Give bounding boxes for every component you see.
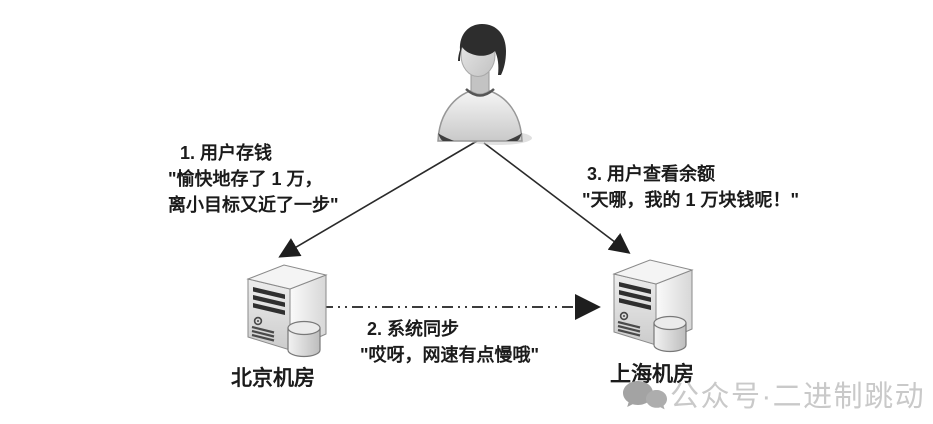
user-hair [458, 24, 506, 75]
step1-deposit-text: 1. 用户存钱 "愉快地存了 1 万， 离小目标又近了一步" [168, 140, 339, 218]
watermark: 公众号·二进制跳动 [620, 376, 925, 418]
step1-quote-line2: 离小目标又近了一步" [168, 195, 339, 215]
shanghai-server-icon [612, 259, 694, 353]
beijing-server-icon [246, 264, 328, 358]
shanghai-server-label: 上海机房 [610, 363, 694, 386]
step2-title: 2. 系统同步 [367, 319, 460, 339]
step3-title: 3. 用户查看余额 [587, 164, 716, 184]
database-cylinder-icon [287, 320, 321, 358]
user-torso [437, 89, 523, 142]
user-neck [470, 71, 490, 95]
step2-quote: "哎呀，网速有点慢哦" [360, 345, 540, 365]
step1-quote-line1: "愉快地存了 1 万， [168, 169, 323, 189]
step3-quote: "天哪，我的 1 万块钱呢！" [582, 190, 800, 210]
beijing-server-label: 北京机房 [231, 367, 315, 390]
user-collar [465, 88, 495, 97]
step1-title: 1. 用户存钱 [180, 143, 273, 163]
step2-sync-text: 2. 系统同步 "哎呀，网速有点慢哦" [360, 316, 539, 368]
user-icon [437, 24, 532, 145]
chat-bubbles-icon [623, 381, 667, 410]
step3-check-text: 3. 用户查看余额 "天哪，我的 1 万块钱呢！" [582, 161, 799, 213]
database-cylinder-icon [653, 315, 687, 353]
watermark-text: 公众号·二进制跳动 [670, 381, 926, 413]
